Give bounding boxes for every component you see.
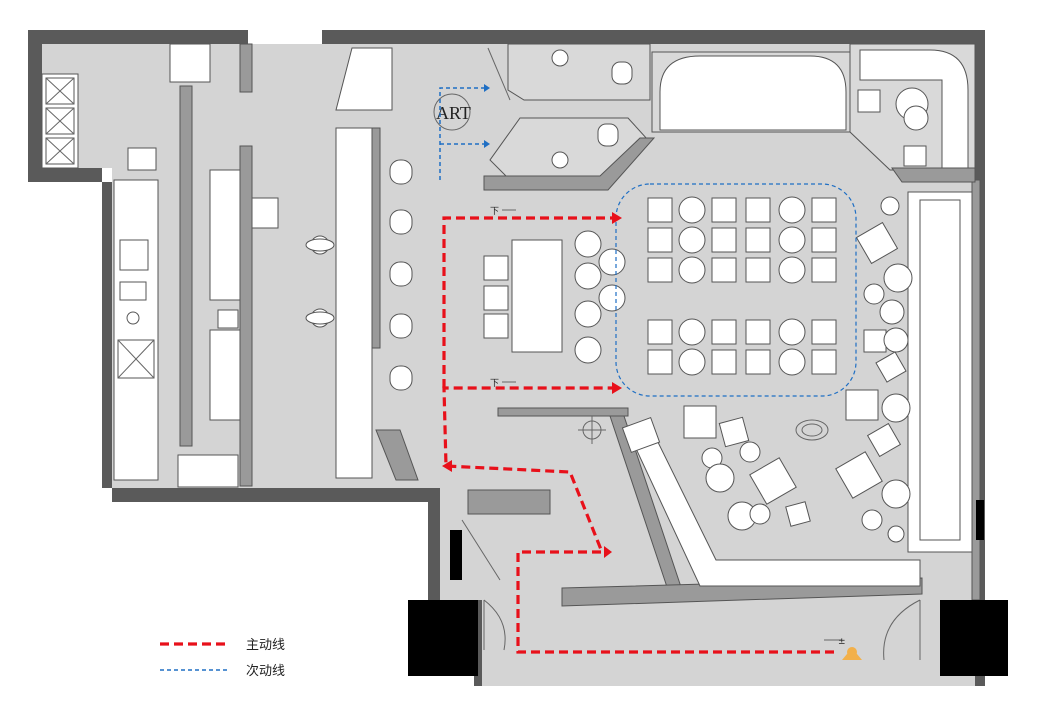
legend-primary-label: 主动线 (246, 638, 285, 653)
dining-tables (483, 196, 837, 376)
restrooms (487, 43, 651, 177)
private-room (651, 43, 976, 171)
secondary-circulation (439, 84, 490, 180)
legend: 主动线 次动线 (160, 638, 285, 679)
down-marker-upper: 下 (490, 207, 499, 217)
svg-text:±: ± (838, 637, 846, 647)
down-markers: 下 下 ± (490, 207, 846, 647)
staff-figures (305, 235, 335, 328)
down-marker-lower: 下 (490, 379, 499, 389)
art-marker: ART (433, 93, 471, 131)
bar-counter (335, 47, 419, 481)
art-label: ART (436, 103, 471, 123)
primary-circulation (442, 212, 834, 654)
legend-secondary-label: 次动线 (246, 663, 285, 679)
kitchen-area (41, 43, 279, 488)
lounge-area (621, 191, 973, 587)
entry-zone (408, 416, 1008, 676)
secondary-zone (615, 183, 857, 397)
